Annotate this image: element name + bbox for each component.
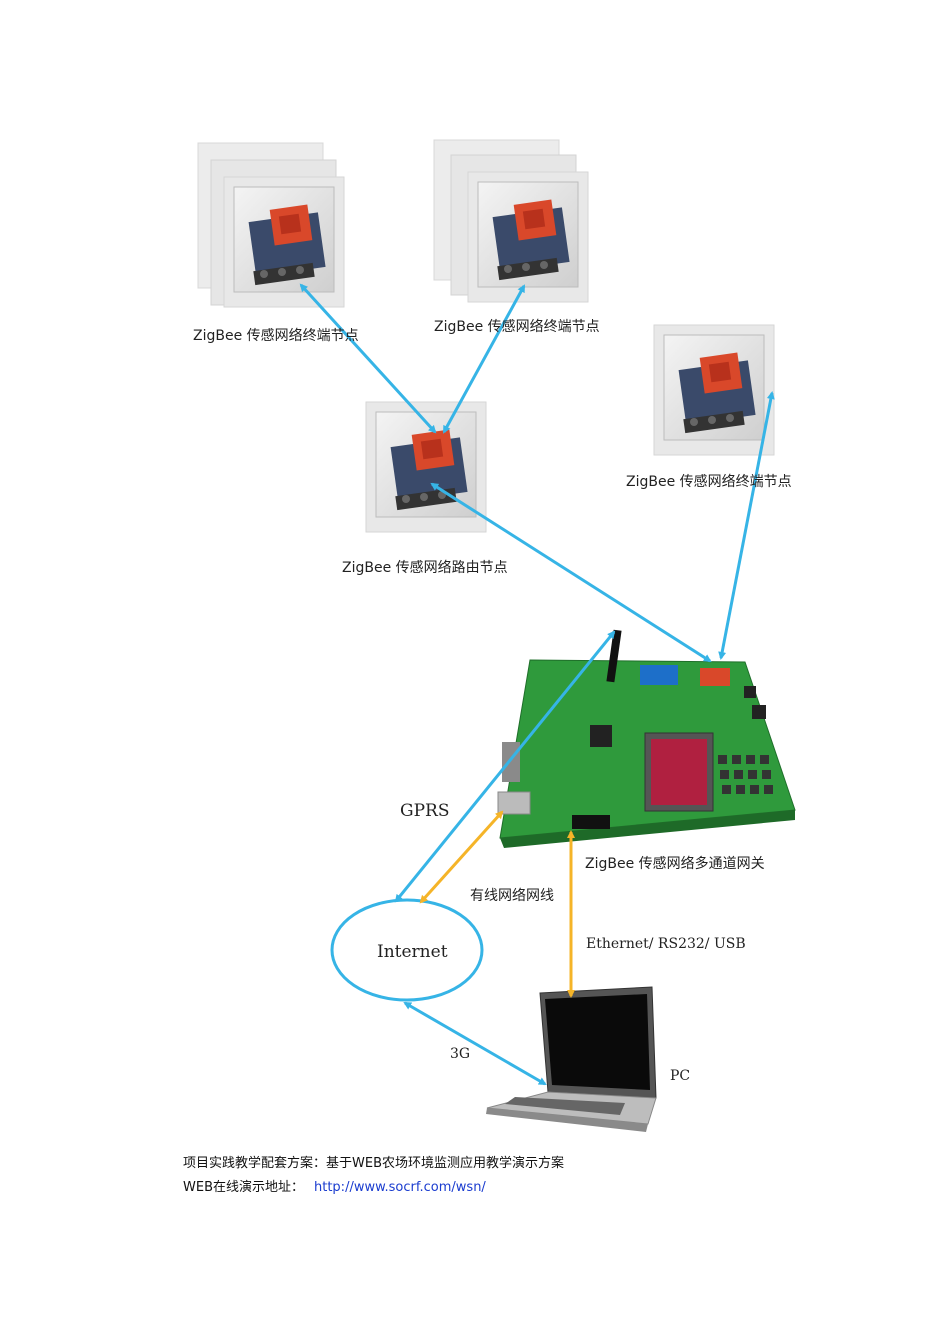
wired-label: 有线网络网线 [470,888,554,904]
end-node-1-label: ZigBee 传感网络终端节点 [193,327,359,344]
link-wired [419,810,504,904]
gateway-label: ZigBee 传感网络多通道网关 [585,855,765,872]
link-3g [403,1001,547,1086]
link-3g-label: 3G [450,1046,470,1062]
end-node-2-label: ZigBee 传感网络终端节点 [434,318,600,335]
wired-links [419,810,575,998]
gateway-board [497,629,796,848]
end-node-stack-1 [197,142,345,308]
footer-line-2: WEB在线演示地址： http://www.socrf.com/wsn/ [183,1176,486,1195]
ethernet-label: Ethernet/ RS232/ USB [586,936,746,952]
router-node-label: ZigBee 传感网络路由节点 [342,559,508,576]
link-router-gateway [430,482,712,663]
pc-label: PC [670,1068,690,1084]
laptop-pc [486,986,657,1132]
footer-address-label: WEB在线演示地址： [183,1180,304,1195]
footer-line-1: 项目实践教学配套方案：基于WEB农场环境监测应用教学演示方案 [183,1156,564,1171]
link-end3-gateway [718,391,775,660]
internet-label: Internet [377,942,448,962]
end-node-3 [653,324,775,456]
end-node-3-label: ZigBee 传感网络终端节点 [626,473,792,490]
link-end2-router [442,284,526,434]
demo-url-link[interactable]: http://www.socrf.com/wsn/ [314,1180,486,1195]
end-node-stack-2 [433,139,589,303]
link-end1-router [299,283,437,434]
gprs-label: GPRS [400,801,449,821]
